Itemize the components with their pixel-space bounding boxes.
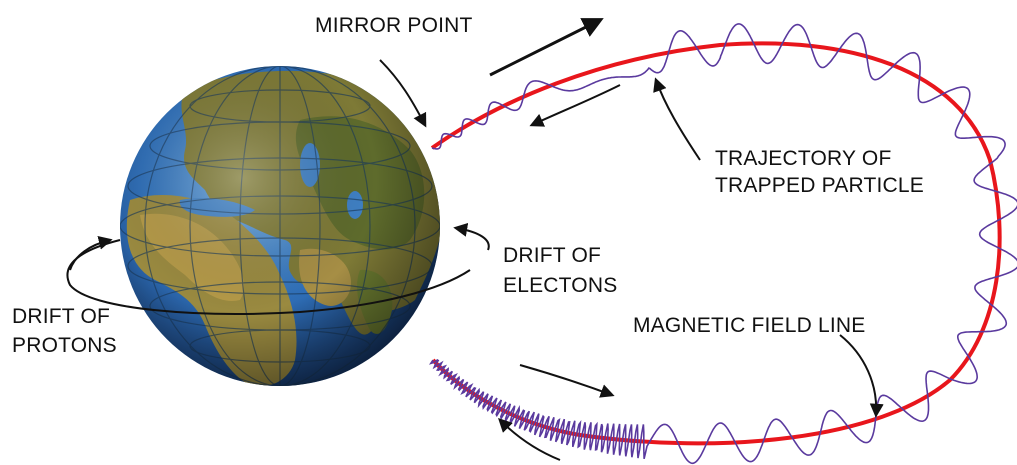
- drift-electrons-label-line2: ELECTONS: [503, 274, 617, 297]
- mirror-point-label: MIRROR POINT: [315, 14, 473, 37]
- trajectory-label-line1: TRAJECTORY OF: [715, 147, 891, 170]
- trajectory-label-line2: TRAPPED PARTICLE: [715, 174, 924, 197]
- field-line-pointer-arrow-icon: [839, 334, 884, 418]
- trajectory-pointer-arrow-icon: [653, 77, 701, 161]
- outbound-arrow-icon: [489, 18, 604, 77]
- lower-outbound-arrow-icon: [519, 364, 615, 398]
- drift-electrons-label-line1: DRIFT OF: [503, 244, 601, 267]
- magnetic-field-line-label: MAGNETIC FIELD LINE: [633, 314, 866, 337]
- drift-protons-label-line1: DRIFT OF: [12, 305, 110, 328]
- drift-protons-label-line2: PROTONS: [12, 334, 117, 357]
- earth-globe-icon: [120, 66, 440, 386]
- trajectory-helix: [428, 23, 1017, 465]
- drift-orbit: [66, 239, 471, 315]
- lower-return-arrow-icon: [498, 418, 561, 461]
- drift-protons-arrow-icon: [69, 235, 113, 271]
- return-arrow-icon: [529, 84, 621, 127]
- magnetic-field-line: [430, 41, 1002, 446]
- mirror-point-arrow-icon: [379, 59, 427, 128]
- drift-electrons-arrow-icon: [453, 222, 490, 251]
